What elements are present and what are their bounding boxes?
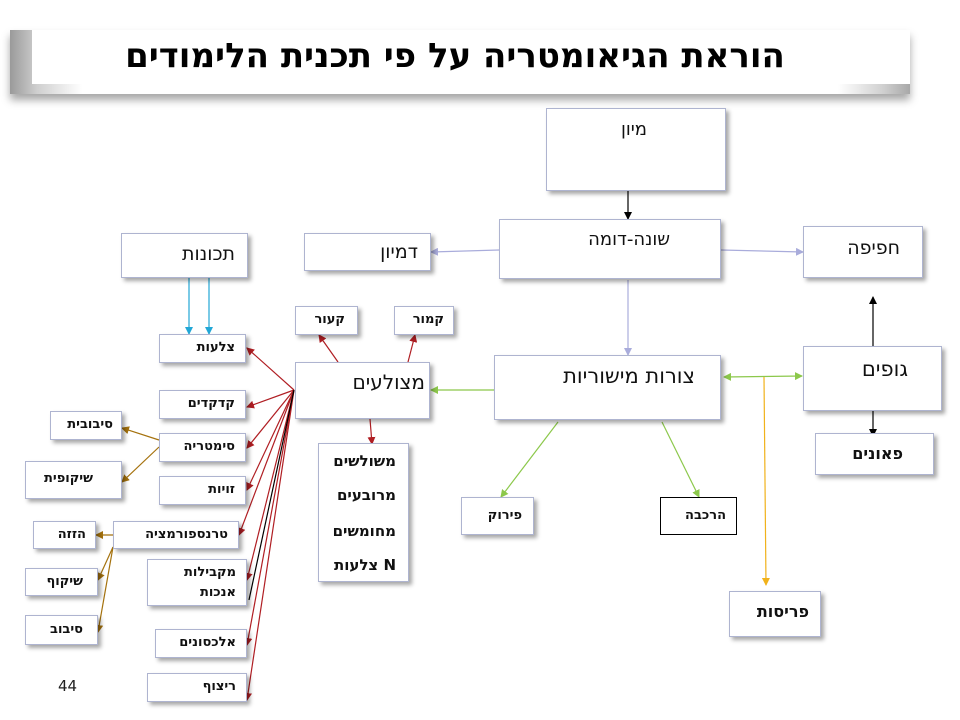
edge-metz-ritzuf (244, 389, 295, 701)
edge-metz-tzlaot (246, 347, 295, 391)
edge-tzurot-piruk (500, 421, 559, 498)
node-shone-dome: שונה-דומה (499, 219, 721, 279)
edge-metz-alahsonim (244, 389, 295, 646)
node-harkava: הרכבה (660, 497, 737, 535)
edge-metz-makbilut (244, 389, 295, 581)
node-tzlaot: צלעות (159, 334, 246, 363)
node-gufim: גופים (803, 346, 942, 411)
node-transformatzia: טרנספורמציה (113, 521, 239, 549)
page-title: הוראת הגיאומטריה על פי תכנית הלימודים (125, 36, 785, 76)
node-tchunot: תכונות (121, 233, 248, 278)
node-kaur: קעור (295, 306, 358, 335)
node-ritzuf: ריצוף (147, 673, 247, 702)
edge-metz-transform (237, 389, 295, 536)
edge-shone-dimyun (430, 247, 500, 256)
node-kodkodim: קדקדים (159, 390, 246, 419)
title-bar (10, 30, 910, 94)
edge-tzurot-gufim (723, 372, 803, 381)
edge-sim-shikufit (121, 446, 160, 483)
node-sivuv: סיבוב (25, 615, 98, 645)
node-miyun: מיון (546, 108, 726, 191)
page-number: 44 (58, 677, 78, 695)
edge-tzurot-harkava (661, 421, 700, 498)
edge-metz-simetria (246, 389, 295, 449)
node-kamur: קמור (394, 306, 454, 335)
node-hafifa: חפיפה (803, 226, 923, 278)
edge-shone-hafifa (720, 247, 804, 256)
edge-metz-black (248, 389, 295, 601)
node-prisot: פריסות (729, 591, 821, 637)
edge-metz-kodkodim (246, 389, 295, 409)
node-shikuf: שיקוף (25, 568, 98, 596)
node-piruk: פירוק (461, 497, 534, 535)
edge-metz-list (367, 418, 376, 445)
edge-sim-sivuvit (121, 426, 160, 441)
node-metzulaim: מצולעים (295, 362, 430, 419)
edge-tr-shikuf (97, 546, 114, 581)
node-simetria: סימטריה (159, 433, 246, 462)
node-sivuvit: סיבובית (50, 411, 122, 440)
edge-prisot (761, 376, 770, 586)
node-zaviot: זויות (159, 476, 246, 505)
edge-metz-zaviot (246, 389, 295, 491)
node-shikufit: שיקופית (25, 461, 122, 499)
node-hazaza: הזזה (33, 521, 96, 549)
edge-metz-kamur (407, 334, 418, 363)
node-tzurot: צורות מישוריות (494, 355, 721, 420)
edge-metz-kaur (318, 334, 339, 363)
node-dimyun: דמיון (304, 233, 431, 271)
node-makbilut: מקבילות אנכות (147, 559, 247, 606)
edge-tr-sivuv (95, 546, 114, 633)
node-alahsonim: אלכסונים (155, 629, 247, 658)
node-paonim: פאונים (815, 433, 934, 475)
node-poly-list: משולשים מרובעים מחומשים N צלעות (318, 443, 409, 582)
